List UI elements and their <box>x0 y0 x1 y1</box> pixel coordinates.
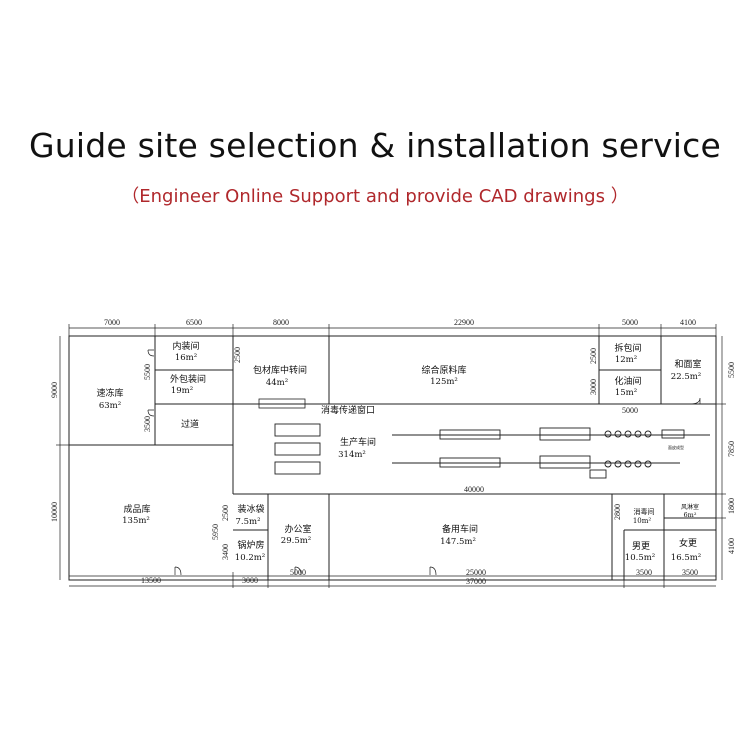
room-women-change-area: 16.5m² <box>671 553 701 563</box>
room-disinfection: 消毒间 <box>634 507 655 516</box>
room-inner-pack: 内装间 <box>172 340 199 352</box>
dim-right-3: 1800 <box>727 498 736 514</box>
dim-small-2500a: 2500 <box>233 347 242 363</box>
dim-small-5950: 5950 <box>211 524 220 540</box>
page-title: Guide site selection & installation serv… <box>28 126 722 165</box>
room-unpack-area: 12m² <box>615 355 637 365</box>
room-spare-workshop-area: 147.5m² <box>440 537 476 547</box>
page-subtitle: （Engineer Online Support and provide CAD… <box>121 186 629 207</box>
room-oil-melt: 化油间 <box>614 375 641 387</box>
production-line-1 <box>392 427 710 441</box>
dim-top-3: 8000 <box>273 318 289 327</box>
production-line-2 <box>392 455 680 479</box>
dim-small-2800: 2800 <box>613 504 622 520</box>
room-boiler-area: 10.2m² <box>235 553 265 563</box>
dim-right-1: 5500 <box>727 362 736 378</box>
room-oil-melt-area: 15m² <box>615 388 637 398</box>
room-outer-pack-area: 19m² <box>171 386 193 396</box>
dim-right-4: 4100 <box>727 538 736 554</box>
room-raw-store-area: 125m² <box>430 377 458 387</box>
room-raw-store: 综合原料库 <box>421 364 466 376</box>
room-air-shower-area: 6m² <box>684 511 697 519</box>
room-material-transfer-area: 44m² <box>266 378 288 388</box>
dim-left-inner-1: 5500 <box>143 364 152 380</box>
room-inner-pack-area: 16m² <box>175 353 197 363</box>
dim-top-2: 6500 <box>186 318 202 327</box>
room-air-shower: 风淋室 <box>681 503 699 511</box>
room-pass-window: 消毒传递窗口 <box>321 404 375 416</box>
room-men-change: 男更 <box>632 541 650 552</box>
dim-left-2: 10000 <box>50 502 59 522</box>
dim-top-5: 5000 <box>622 318 638 327</box>
room-unpack: 拆包间 <box>614 342 641 354</box>
room-office: 办公室 <box>284 523 311 535</box>
dim-bottom-1: 13500 <box>141 576 161 585</box>
dim-top-4: 22900 <box>454 318 474 327</box>
dim-top-6: 4100 <box>680 318 696 327</box>
dim-right-2: 7850 <box>727 441 736 457</box>
dim-top-1: 7000 <box>104 318 120 327</box>
pass-window <box>258 398 306 409</box>
room-finished-goods: 成品库 <box>123 503 150 515</box>
room-boiler: 锅炉房 <box>237 539 264 551</box>
dim-bottom-2: 3000 <box>242 576 258 585</box>
room-outer-pack: 外包装间 <box>170 373 206 385</box>
room-women-change: 女更 <box>679 537 697 549</box>
room-office-area: 29.5m² <box>281 536 311 546</box>
dim-bottom-total: 37000 <box>466 577 486 586</box>
room-material-transfer: 包材库中转间 <box>253 364 307 376</box>
dim-small-3000: 3000 <box>589 379 598 395</box>
dim-bottom-3: 5000 <box>290 568 306 577</box>
room-dough: 和面室 <box>674 358 701 370</box>
room-freezer: 速冻库 <box>96 387 123 399</box>
dim-left-inner-2: 3500 <box>143 416 152 432</box>
station-tag: 面皮成型 <box>668 444 684 450</box>
dim-small-3400: 3400 <box>221 544 230 560</box>
room-spare-workshop: 备用车间 <box>442 523 478 535</box>
dim-small-5000: 5000 <box>622 406 638 415</box>
room-ice-bag: 装冰袋 <box>237 503 264 515</box>
room-corridor: 过道 <box>181 418 199 430</box>
room-disinfection-area: 10m² <box>633 517 652 525</box>
dim-bottom-5: 3500 <box>636 568 652 577</box>
room-finished-goods-area: 135m² <box>122 516 150 526</box>
room-ice-bag-area: 7.5m² <box>236 517 261 527</box>
dim-left-1: 9000 <box>50 382 59 398</box>
room-production: 生产车间 <box>340 436 376 448</box>
room-freezer-area: 63m² <box>99 401 121 411</box>
dim-small-2500c: 2500 <box>221 505 230 521</box>
room-production-area: 314m² <box>338 450 366 460</box>
dim-small-2500b: 2500 <box>589 348 598 364</box>
dim-bottom-4: 25000 <box>466 568 486 577</box>
forming-machines <box>274 423 321 475</box>
room-men-change-area: 10.5m² <box>625 553 655 563</box>
dim-bottom-6: 3500 <box>682 568 698 577</box>
outer-wall <box>68 335 717 581</box>
room-dough-area: 22.5m² <box>671 372 701 382</box>
dim-middle: 40000 <box>464 485 484 494</box>
